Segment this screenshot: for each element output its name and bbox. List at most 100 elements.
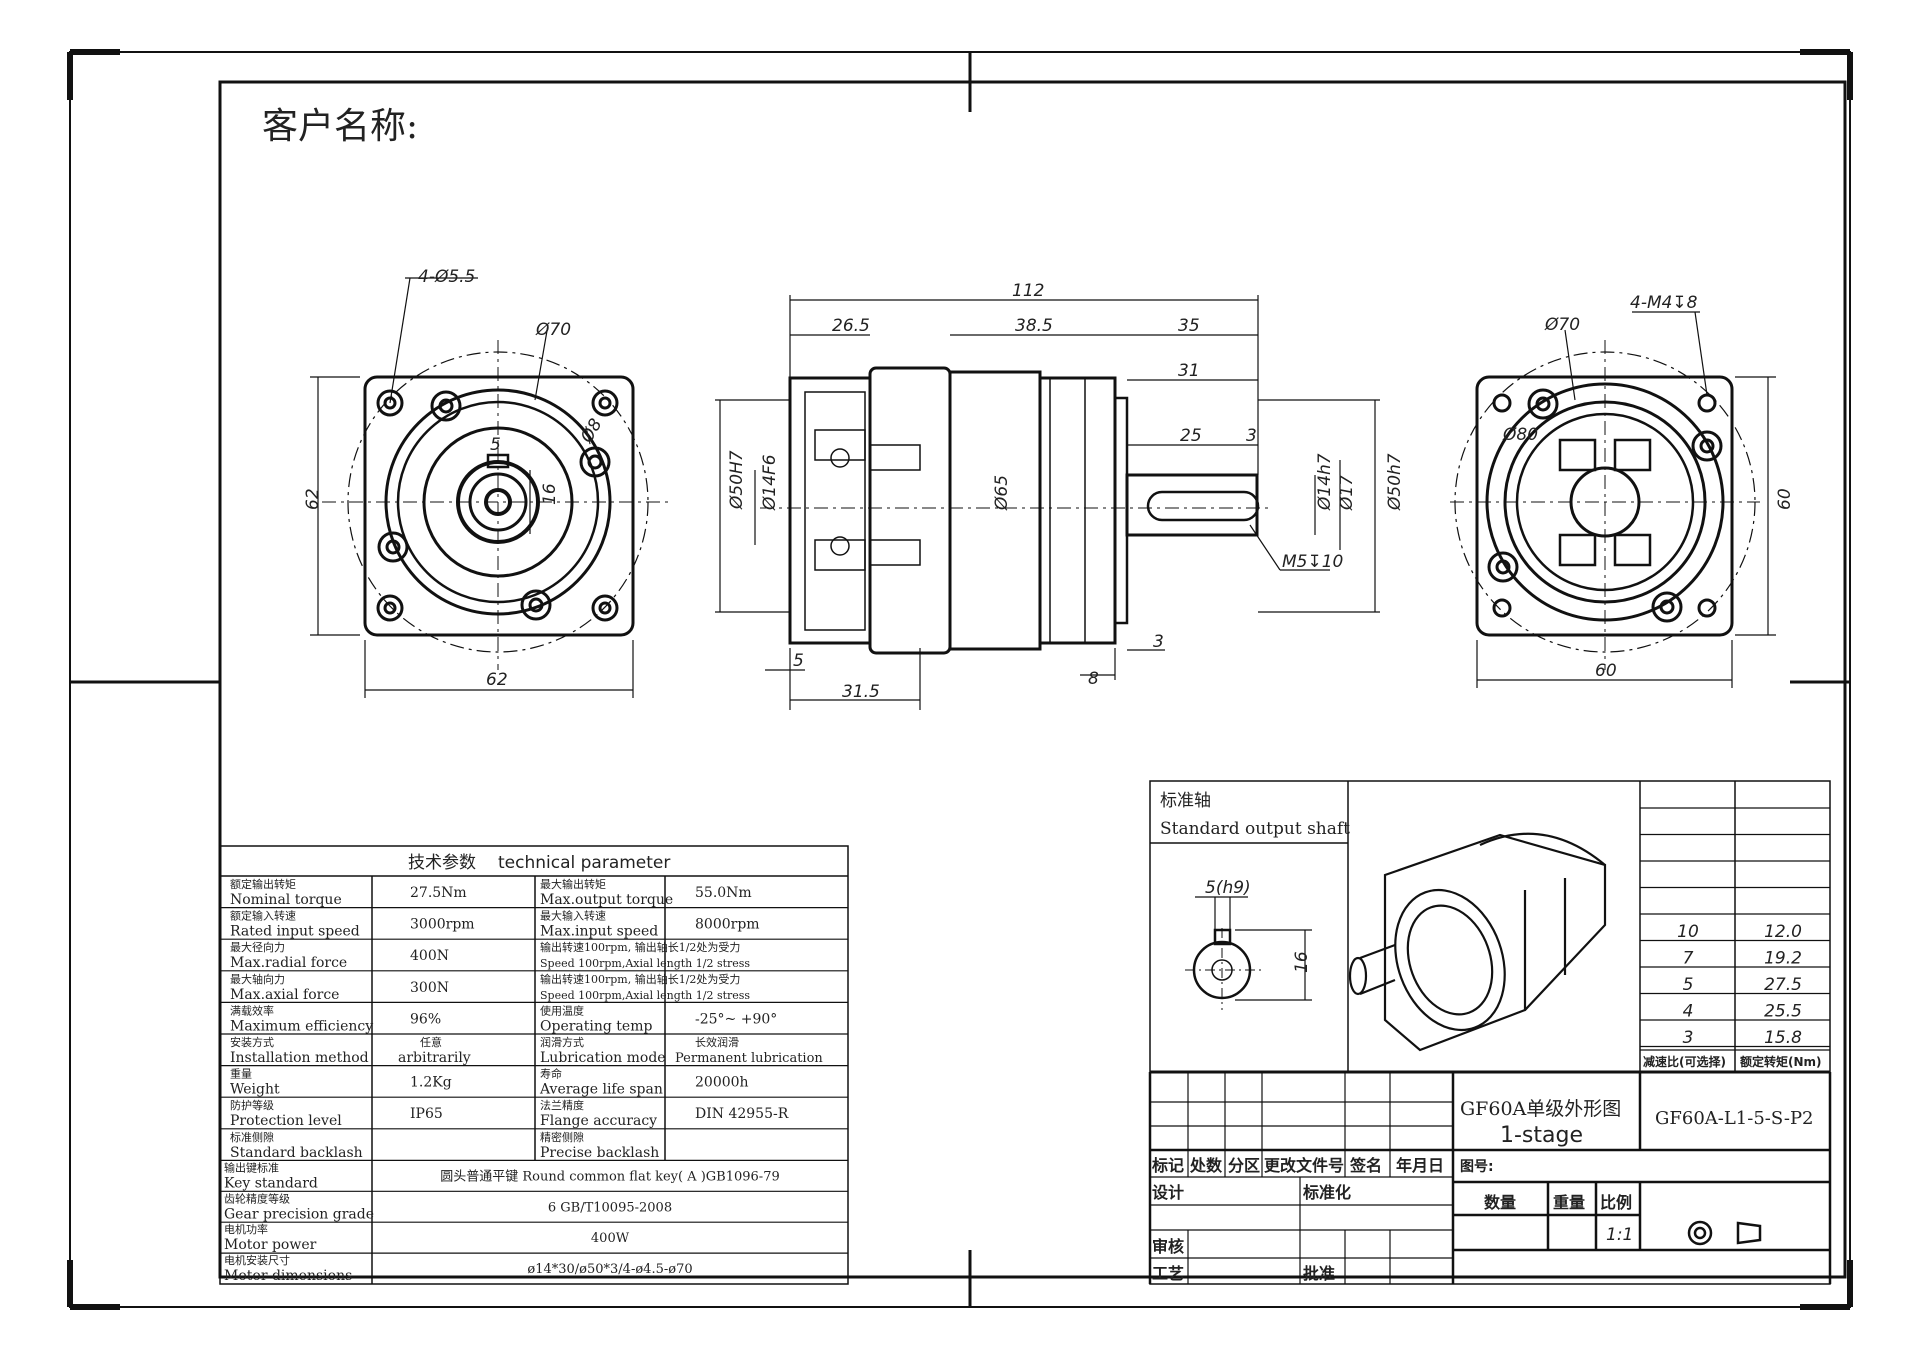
tech-right-label-cn: 法兰精度 bbox=[540, 1098, 584, 1112]
hdr-weight: 重量 bbox=[1553, 1193, 1585, 1212]
tech-right-value-cn: 长效润滑 bbox=[695, 1035, 739, 1049]
drawing-no: 图号: bbox=[1460, 1159, 1494, 1175]
dim-bore: Ø8 bbox=[577, 415, 607, 447]
torque-value: 27.5 bbox=[1764, 975, 1802, 995]
dim-26-5: 26.5 bbox=[832, 316, 870, 336]
tech-right-label-en: Speed 100rpm,Axial length 1/2 stress bbox=[540, 957, 750, 970]
torque-value: 25.5 bbox=[1764, 1002, 1802, 1022]
tech-label-en: Installation method bbox=[230, 1050, 369, 1066]
tech-label-en: Max.axial force bbox=[230, 987, 339, 1003]
tech-label-cn: 额定输入转速 bbox=[230, 909, 296, 923]
side-dim-lines bbox=[715, 295, 1380, 710]
tech-right-value: 20000h bbox=[695, 1075, 749, 1091]
tech-right-label-cn: 输出转速100rpm, 输出轴长1/2处为受力 bbox=[540, 972, 740, 986]
tech-label-en: Rated input speed bbox=[230, 924, 360, 940]
side-view-labels: 112 26.5 38.5 35 31 25 3 Ø50H7 Ø14F6 Ø65… bbox=[727, 281, 1405, 702]
tech-value: 300N bbox=[410, 980, 449, 996]
tech-value: 1.2Kg bbox=[410, 1075, 452, 1091]
hdr-sign: 签名 bbox=[1349, 1156, 1382, 1175]
right-corner-holes bbox=[1492, 393, 1717, 618]
hdr-qty: 数量 bbox=[1484, 1193, 1516, 1212]
tech-value: 27.5Nm bbox=[410, 885, 467, 901]
tech-right-label-en: Precise backlash bbox=[540, 1145, 659, 1161]
hdr-date: 年月日 bbox=[1396, 1156, 1444, 1175]
dim-35: 35 bbox=[1178, 316, 1200, 336]
tech-label-cn: 重量 bbox=[230, 1067, 252, 1081]
scale-value: 1:1 bbox=[1606, 1225, 1633, 1245]
tech-label-en: Standard backlash bbox=[230, 1145, 363, 1161]
tech-label-en: Weight bbox=[230, 1082, 280, 1098]
dim-8: 8 bbox=[1088, 669, 1099, 689]
ratio-value: 4 bbox=[1683, 1002, 1694, 1022]
dim-right-width: 60 bbox=[1595, 661, 1617, 681]
tech-value: 400N bbox=[410, 948, 449, 964]
drawing-model: GF60A-L1-5-S-P2 bbox=[1655, 1108, 1814, 1129]
tech-right-label-cn: 使用温度 bbox=[540, 1003, 584, 1017]
dim-dia-50h7-out: Ø50h7 bbox=[1385, 453, 1405, 511]
hdr-scale: 比例 bbox=[1600, 1193, 1632, 1212]
dim-right-threads: 4-M4↧8 bbox=[1630, 293, 1698, 313]
dim-dia-14f6: Ø14F6 bbox=[760, 454, 780, 511]
dim-overall: 112 bbox=[1012, 281, 1044, 301]
tech-right-label-cn: 输出转速100rpm, 输出轴长1/2处为受力 bbox=[540, 940, 740, 954]
tech-label-en: Protection level bbox=[230, 1113, 342, 1129]
hdr-count: 处数 bbox=[1189, 1156, 1223, 1175]
tech-wide-value: ø14*30/ø50*3/4-ø4.5-ø70 bbox=[527, 1262, 692, 1277]
tech-right-label-en: Max.input speed bbox=[540, 924, 658, 940]
dim-5: 5 bbox=[793, 651, 804, 671]
ratio-col-torque: 额定转矩(Nm) bbox=[1740, 1054, 1822, 1069]
tech-table-row-lines bbox=[220, 906, 848, 1254]
tech-label-cn: 最大轴向力 bbox=[230, 972, 285, 986]
tech-right-label-en: Max.output torque bbox=[540, 892, 673, 908]
hdr-zone: 分区 bbox=[1228, 1156, 1260, 1175]
shaft-title-cn: 标准轴 bbox=[1160, 791, 1211, 811]
dim-left-height: 62 bbox=[303, 488, 323, 510]
dim-right-pcd: Ø70 bbox=[1544, 315, 1580, 335]
ratio-value: 3 bbox=[1683, 1028, 1694, 1048]
dim-key-w: 5 bbox=[490, 435, 501, 455]
dim-dia-17: Ø17 bbox=[1337, 475, 1357, 511]
dim-right-bore: Ø80 bbox=[1502, 425, 1538, 445]
tech-label-cn: 满载效率 bbox=[230, 1003, 274, 1017]
drawing-frame bbox=[67, 49, 1853, 1310]
tech-label-cn: 最大径向力 bbox=[230, 940, 285, 954]
right-pcd-holes bbox=[1487, 388, 1723, 623]
dim-holes: 4-Ø5.5 bbox=[418, 267, 475, 287]
tech-label-cn: 防护等级 bbox=[230, 1098, 274, 1112]
dim-3b: 3 bbox=[1153, 632, 1164, 652]
tech-right-value: 8000rpm bbox=[695, 917, 760, 933]
torque-value: 15.8 bbox=[1764, 1028, 1802, 1048]
tech-label-cn: 输出键标准 bbox=[224, 1160, 279, 1174]
tech-label-en: Motor dimensions bbox=[224, 1268, 352, 1284]
tech-right-label-en: Average life span bbox=[539, 1082, 663, 1098]
projection-symbol bbox=[1687, 1220, 1762, 1246]
tech-right-value: Permanent lubrication bbox=[675, 1051, 823, 1066]
tech-label-en: Motor power bbox=[224, 1237, 317, 1253]
ratio-value: 10 bbox=[1677, 922, 1699, 942]
row-process: 工艺 bbox=[1152, 1264, 1184, 1283]
dim-25: 25 bbox=[1180, 426, 1202, 446]
dim-31: 31 bbox=[1178, 361, 1200, 381]
tech-right-label-cn: 最大输出转矩 bbox=[540, 877, 606, 891]
right-view-labels: Ø70 4-M4↧8 Ø80 60 60 bbox=[1502, 293, 1795, 681]
tech-label-cn: 电机安装尺寸 bbox=[224, 1253, 290, 1267]
tech-label-en: Nominal torque bbox=[230, 892, 342, 908]
drawing-name-cn: GF60A单级外形图 bbox=[1460, 1098, 1621, 1120]
row-standard: 标准化 bbox=[1302, 1183, 1351, 1202]
dim-pcd: Ø70 bbox=[535, 320, 571, 340]
tech-value: 3000rpm bbox=[410, 917, 475, 933]
dim-key-h: 16 bbox=[540, 483, 560, 505]
